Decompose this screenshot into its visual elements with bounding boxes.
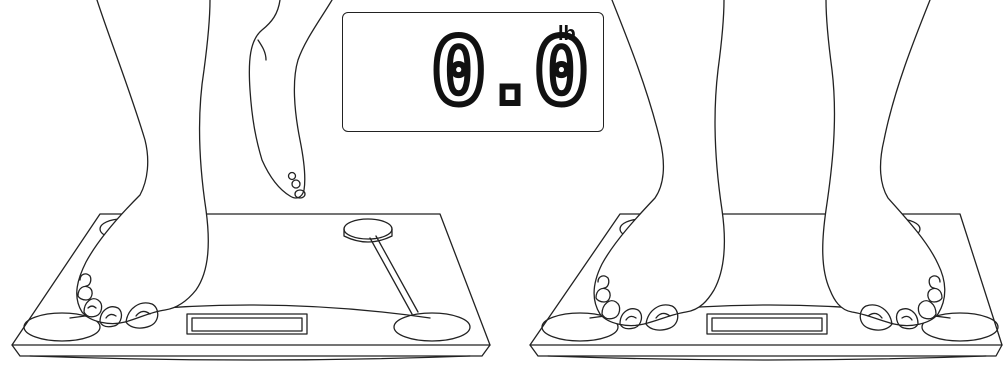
lcd-unit-label: lb xyxy=(558,23,576,46)
left-scale-standing-foot xyxy=(77,0,210,328)
right-scale-right-leg-outline xyxy=(823,0,945,326)
standing-leg-outline xyxy=(77,0,210,324)
left-scale-sensor-back-right xyxy=(344,219,392,239)
right-scale-base-edge xyxy=(530,345,1002,356)
right-scale-left-foot xyxy=(594,0,724,330)
left-scale-raised-foot xyxy=(249,0,332,198)
right-scale-right-foot xyxy=(823,0,945,330)
right-scale-left-leg-outline xyxy=(594,0,724,326)
raised-leg-outline xyxy=(249,0,332,198)
lcd-readout-panel: 0.0 lb xyxy=(342,12,604,132)
left-scale-base-edge xyxy=(12,345,490,356)
